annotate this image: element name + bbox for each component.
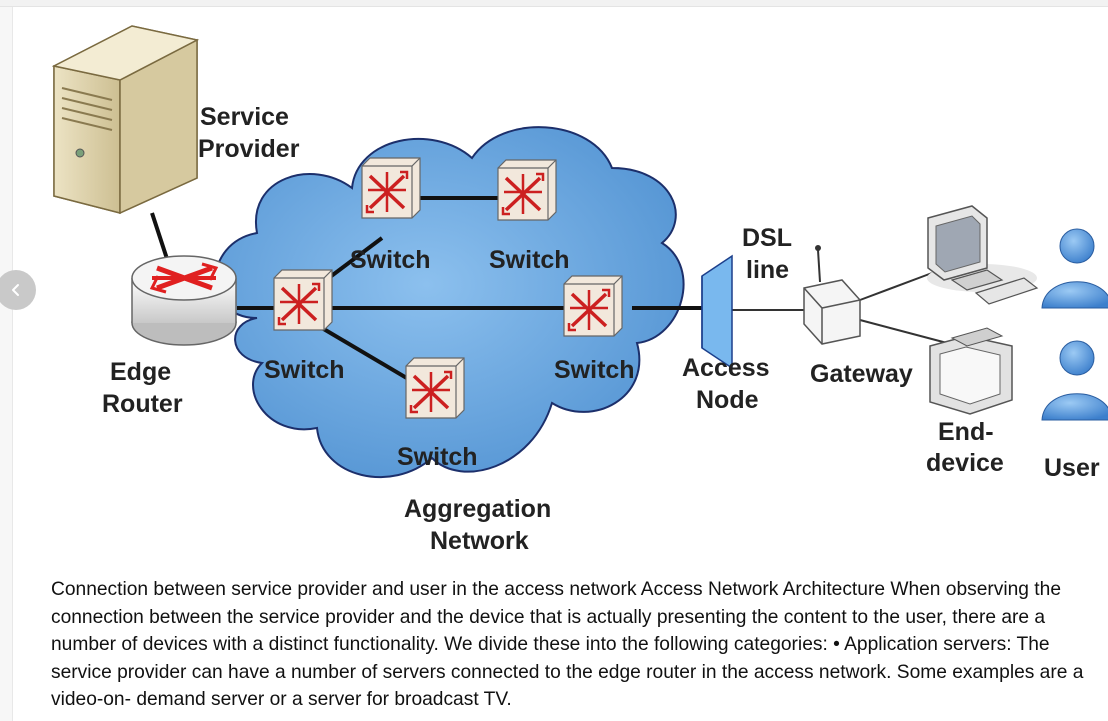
switch-icon-top-left bbox=[360, 156, 422, 220]
figure-caption: Connection between service provider and … bbox=[51, 579, 1084, 710]
user-icon-bottom bbox=[1041, 340, 1108, 421]
label-access-node-2: Node bbox=[696, 386, 759, 414]
top-bar bbox=[0, 0, 1108, 7]
gateway-icon bbox=[803, 245, 861, 345]
label-switch-left: Switch bbox=[264, 356, 345, 384]
server-icon bbox=[52, 25, 200, 215]
user-icon-top bbox=[1041, 228, 1108, 309]
label-edge-router-1: Edge bbox=[110, 358, 171, 386]
dsl-links bbox=[732, 272, 948, 344]
link-gateway-pc bbox=[859, 272, 933, 301]
end-device-icon bbox=[929, 327, 1013, 415]
router-icon bbox=[131, 255, 237, 346]
label-switch-right: Switch bbox=[554, 356, 635, 384]
label-user: User bbox=[1044, 454, 1100, 482]
switch-icon-right bbox=[562, 274, 624, 338]
label-switch-top-left: Switch bbox=[350, 246, 431, 274]
label-end-device-1: End- bbox=[938, 418, 994, 446]
switch-icon-bottom bbox=[404, 356, 466, 420]
label-switch-top-right: Switch bbox=[489, 246, 570, 274]
label-gateway: Gateway bbox=[810, 360, 913, 388]
previous-button[interactable] bbox=[0, 270, 36, 310]
computer-icon bbox=[927, 205, 1039, 305]
label-access-node-1: Access bbox=[682, 354, 770, 382]
access-node-icon bbox=[701, 254, 733, 370]
label-switch-bottom: Switch bbox=[397, 443, 478, 471]
label-service-provider-1: Service bbox=[200, 103, 289, 131]
label-aggregation-2: Network bbox=[430, 527, 529, 555]
switch-icon-top-right bbox=[496, 158, 558, 222]
label-edge-router-2: Router bbox=[102, 390, 183, 418]
aggregation-cloud bbox=[214, 126, 685, 479]
switch-icon-left bbox=[272, 268, 334, 332]
label-dsl-1: DSL bbox=[742, 224, 792, 252]
label-aggregation-1: Aggregation bbox=[404, 495, 551, 523]
chevron-left-icon bbox=[12, 284, 19, 296]
network-diagram: Service Provider Edge Router Switch Swit… bbox=[52, 25, 1108, 555]
label-end-device-2: device bbox=[926, 449, 1004, 477]
link-gateway-tv bbox=[859, 319, 948, 344]
left-bar bbox=[0, 7, 13, 721]
label-dsl-2: line bbox=[746, 256, 789, 284]
label-service-provider-2: Provider bbox=[198, 135, 300, 163]
